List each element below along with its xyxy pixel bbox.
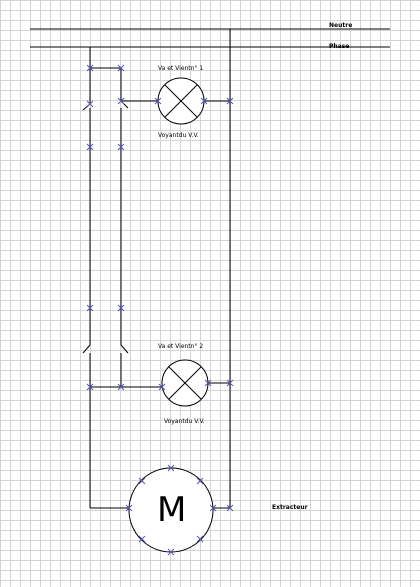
neutral-label: Neutre xyxy=(329,22,353,29)
motor-label: Extracteur xyxy=(272,504,308,511)
lamp2-caption: Voyantdu V.V. xyxy=(164,418,205,425)
lamp2-switch-label: Va et Vientn° 2 xyxy=(158,343,204,350)
two-way-switch-2 xyxy=(82,344,129,387)
lamp1-caption: Voyantdu V.V. xyxy=(158,132,199,139)
indicator-lamp-2 xyxy=(161,359,209,407)
indicator-lamp-1 xyxy=(157,77,205,125)
lamp1-switch-label: Va et Vientn° 1 xyxy=(158,65,204,72)
phase-label: Phase xyxy=(329,43,350,50)
connection-terminals xyxy=(86,64,234,556)
motor-symbol-letter: M xyxy=(157,490,187,530)
